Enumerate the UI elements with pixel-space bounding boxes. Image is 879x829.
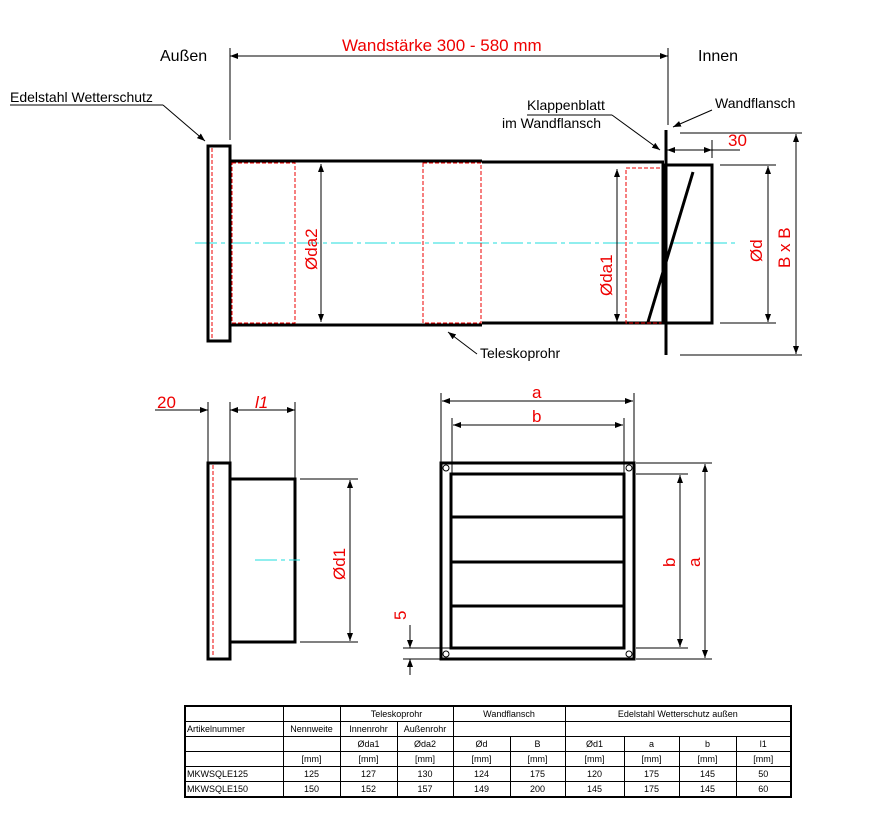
unit-cell: [mm] bbox=[452, 751, 511, 767]
unit-cell: [mm] bbox=[509, 751, 566, 767]
dim-b-top: b bbox=[532, 407, 541, 426]
article-cell: MKWSQLE125 bbox=[184, 766, 284, 782]
value-cell: 200 bbox=[509, 781, 566, 798]
table-symbol-row: Øda1 Øda2 Ød B Ød1 a b l1 bbox=[184, 736, 792, 752]
symbol-cell: b bbox=[678, 736, 737, 752]
value-cell: 145 bbox=[678, 781, 737, 798]
inner-tube bbox=[661, 163, 714, 325]
dim-d: Ød bbox=[747, 239, 766, 262]
header-outer: Außenrohr bbox=[396, 721, 454, 737]
symbol-cell: Øda1 bbox=[339, 736, 398, 752]
header-telescope: Teleskoprohr bbox=[339, 705, 454, 722]
symbol-cell: a bbox=[623, 736, 680, 752]
table-unit-row: [mm] [mm] [mm] [mm] [mm] [mm] [mm] [mm] … bbox=[184, 751, 792, 767]
label-weather-guard: Edelstahl Wetterschutz bbox=[10, 89, 153, 105]
value-cell: 127 bbox=[339, 766, 398, 782]
dim-b-side: b bbox=[660, 558, 679, 567]
technical-drawing: Außen Innen Wandstärke 300 - 580 mm Edel… bbox=[10, 36, 802, 675]
article-cell: MKWSQLE150 bbox=[184, 781, 284, 798]
symbol-cell: Ød1 bbox=[564, 736, 625, 752]
dim-a-side: a bbox=[685, 557, 704, 567]
table-row: MKWSQLE125 125 127 130 124 175 120 175 1… bbox=[184, 766, 792, 782]
unit-cell: [mm] bbox=[282, 751, 341, 767]
value-cell: 149 bbox=[452, 781, 511, 798]
unit-cell: [mm] bbox=[678, 751, 737, 767]
dim-l1: l1 bbox=[255, 393, 268, 412]
value-cell: 130 bbox=[396, 766, 454, 782]
table-header-row: Teleskoprohr Wandflansch Edelstahl Wette… bbox=[184, 705, 792, 722]
symbol-cell: Ød bbox=[452, 736, 511, 752]
dim-5: 5 bbox=[391, 611, 410, 620]
label-inside: Innen bbox=[698, 48, 738, 65]
unit-cell: [mm] bbox=[339, 751, 398, 767]
value-cell: 175 bbox=[623, 781, 680, 798]
dim-da1: Øda1 bbox=[597, 254, 616, 296]
header-flange: Wandflansch bbox=[452, 705, 566, 722]
unit-cell: [mm] bbox=[564, 751, 625, 767]
dim-d1: Ød1 bbox=[330, 548, 349, 580]
value-cell: 175 bbox=[509, 766, 566, 782]
label-wall-flange: Wandflansch bbox=[715, 95, 795, 111]
dim-20: 20 bbox=[157, 393, 176, 412]
dim-30: 30 bbox=[728, 131, 747, 150]
label-telescope: Teleskoprohr bbox=[480, 345, 560, 361]
value-cell: 50 bbox=[735, 766, 792, 782]
label-outside: Außen bbox=[160, 48, 207, 65]
table-header-row: Artikelnummer Nennweite Innenrohr Außenr… bbox=[184, 721, 792, 737]
value-cell: 145 bbox=[678, 766, 737, 782]
header-article: Artikelnummer bbox=[184, 721, 284, 737]
front-view: a b b a 5 bbox=[391, 383, 712, 675]
damper-blade bbox=[646, 171, 695, 323]
unit-cell: [mm] bbox=[623, 751, 680, 767]
value-cell: 120 bbox=[564, 766, 625, 782]
weather-guard-flange bbox=[206, 144, 232, 343]
symbol-cell: Øda2 bbox=[396, 736, 454, 752]
dim-da2: Øda2 bbox=[302, 228, 321, 270]
value-cell: 124 bbox=[452, 766, 511, 782]
label-damper-1: Klappenblatt bbox=[527, 97, 605, 113]
symbol-cell: B bbox=[509, 736, 566, 752]
dim-bxb: B x B bbox=[775, 227, 794, 268]
value-cell: 175 bbox=[623, 766, 680, 782]
symbol-cell: l1 bbox=[735, 736, 792, 752]
dimension-table: Teleskoprohr Wandflansch Edelstahl Wette… bbox=[184, 705, 793, 798]
label-wall-thickness: Wandstärke 300 - 580 mm bbox=[342, 36, 542, 55]
value-cell: 150 bbox=[282, 781, 341, 798]
unit-cell: [mm] bbox=[396, 751, 454, 767]
unit-cell: [mm] bbox=[735, 751, 792, 767]
header-inner: Innenrohr bbox=[339, 721, 398, 737]
value-cell: 152 bbox=[339, 781, 398, 798]
dim-a-top: a bbox=[532, 383, 542, 402]
value-cell: 157 bbox=[396, 781, 454, 798]
weather-guard-side-view: 20 l1 Ød1 bbox=[155, 393, 358, 661]
header-nominal: Nennweite bbox=[282, 721, 341, 737]
table-row: MKWSQLE150 150 152 157 149 200 145 175 1… bbox=[184, 781, 792, 798]
side-view: Außen Innen Wandstärke 300 - 580 mm Edel… bbox=[10, 36, 802, 361]
value-cell: 145 bbox=[564, 781, 625, 798]
value-cell: 125 bbox=[282, 766, 341, 782]
label-damper-2: im Wandflansch bbox=[502, 115, 601, 131]
value-cell: 60 bbox=[735, 781, 792, 798]
header-guard: Edelstahl Wetterschutz außen bbox=[564, 705, 792, 722]
